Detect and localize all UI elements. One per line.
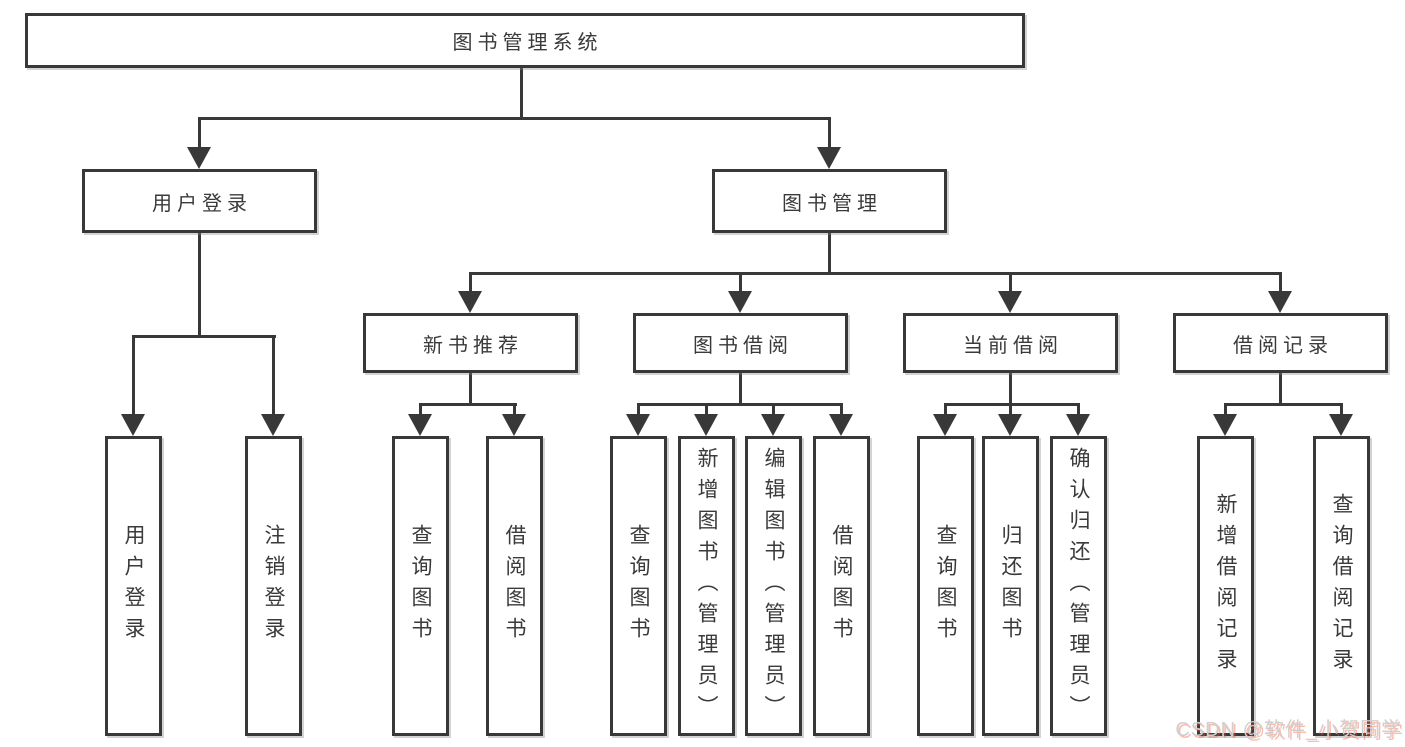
arrowhead bbox=[187, 147, 211, 169]
connector bbox=[828, 233, 831, 275]
arrowhead bbox=[626, 414, 650, 436]
node-borrow-books-recommend: 借阅图书 bbox=[486, 436, 543, 736]
connector bbox=[1077, 406, 1080, 416]
connector bbox=[772, 406, 775, 416]
node-label: 查询图书 bbox=[409, 524, 432, 648]
node-book-management: 图书管理 bbox=[712, 169, 947, 233]
arrowhead bbox=[728, 291, 752, 313]
arrowhead bbox=[1329, 414, 1353, 436]
node-label: 图书管理 bbox=[782, 192, 882, 215]
arrowhead bbox=[1213, 414, 1237, 436]
node-borrowing-records: 借阅记录 bbox=[1173, 313, 1388, 373]
arrowhead bbox=[694, 414, 718, 436]
arrowhead bbox=[1066, 414, 1090, 436]
node-query-borrow-record: 查询借阅记录 bbox=[1313, 436, 1370, 736]
node-add-books-admin: 新增图书（管理员） bbox=[678, 436, 735, 736]
node-user-login: 用户登录 bbox=[105, 436, 162, 736]
node-add-borrow-record: 新增借阅记录 bbox=[1197, 436, 1254, 736]
arrowhead bbox=[458, 291, 482, 313]
connector bbox=[739, 373, 742, 406]
node-label: 新增借阅记录 bbox=[1214, 493, 1237, 679]
node-label: 用户登录 bbox=[122, 524, 145, 648]
node-label: 查询借阅记录 bbox=[1330, 493, 1353, 679]
connector bbox=[513, 406, 516, 416]
arrowhead bbox=[408, 414, 432, 436]
connector bbox=[828, 120, 831, 149]
connector bbox=[469, 275, 472, 293]
node-label: 查询图书 bbox=[934, 524, 957, 648]
csdn-watermark: CSDN @软件_小贺同学 bbox=[1175, 719, 1402, 741]
connector bbox=[1009, 373, 1012, 406]
connector bbox=[1009, 275, 1012, 293]
arrowhead bbox=[817, 147, 841, 169]
connector bbox=[198, 117, 831, 120]
connector bbox=[198, 233, 201, 338]
node-logout: 注销登录 bbox=[245, 436, 302, 736]
node-label: 借阅图书 bbox=[503, 524, 526, 648]
connector bbox=[1279, 373, 1282, 406]
arrowhead bbox=[761, 414, 785, 436]
node-library-system: 图书管理系统 bbox=[25, 13, 1025, 68]
node-label: 编辑图书（管理员） bbox=[762, 446, 785, 726]
arrowhead bbox=[1268, 291, 1292, 313]
node-label: 新增图书（管理员） bbox=[695, 446, 718, 726]
node-edit-books-admin: 编辑图书（管理员） bbox=[745, 436, 802, 736]
connector bbox=[520, 68, 523, 120]
node-label: 借阅记录 bbox=[1233, 334, 1333, 357]
node-label: 用户登录 bbox=[152, 192, 252, 215]
arrowhead bbox=[998, 414, 1022, 436]
connector bbox=[944, 406, 947, 416]
node-book-borrowing: 图书借阅 bbox=[633, 313, 848, 373]
connector bbox=[132, 338, 135, 416]
connector bbox=[469, 272, 1282, 275]
node-label: 确认归还（管理员） bbox=[1067, 446, 1090, 726]
connector bbox=[1340, 406, 1343, 416]
connector bbox=[705, 406, 708, 416]
connector bbox=[739, 275, 742, 293]
node-label: 注销登录 bbox=[262, 524, 285, 648]
node-label: 新书推荐 bbox=[423, 334, 523, 357]
connector bbox=[198, 120, 201, 149]
connector bbox=[272, 338, 275, 416]
arrowhead bbox=[829, 414, 853, 436]
connector bbox=[1224, 403, 1343, 406]
arrowhead bbox=[121, 414, 145, 436]
connector bbox=[637, 403, 843, 406]
node-current-borrowing: 当前借阅 bbox=[903, 313, 1118, 373]
node-confirm-return-admin: 确认归还（管理员） bbox=[1050, 436, 1107, 736]
node-query-books-recommend: 查询图书 bbox=[392, 436, 449, 736]
node-query-books-current: 查询图书 bbox=[917, 436, 974, 736]
arrowhead bbox=[502, 414, 526, 436]
node-label: 查询图书 bbox=[627, 524, 650, 648]
connector bbox=[132, 335, 276, 338]
node-new-book-recommend: 新书推荐 bbox=[363, 313, 578, 373]
arrowhead bbox=[933, 414, 957, 436]
connector bbox=[1224, 406, 1227, 416]
connector bbox=[840, 406, 843, 416]
node-borrow-books-borrowing: 借阅图书 bbox=[813, 436, 870, 736]
arrowhead bbox=[998, 291, 1022, 313]
connector bbox=[419, 403, 517, 406]
node-label: 图书管理系统 bbox=[452, 32, 603, 54]
node-user-login-group: 用户登录 bbox=[82, 169, 317, 233]
connector bbox=[637, 406, 640, 416]
node-query-books-borrowing: 查询图书 bbox=[610, 436, 667, 736]
arrowhead bbox=[261, 414, 285, 436]
connector bbox=[1279, 275, 1282, 293]
connector bbox=[419, 406, 422, 416]
connector bbox=[944, 403, 1080, 406]
node-label: 归还图书 bbox=[999, 524, 1022, 648]
connector bbox=[1009, 406, 1012, 416]
node-return-books: 归还图书 bbox=[982, 436, 1039, 736]
connector bbox=[469, 373, 472, 406]
node-label: 借阅图书 bbox=[830, 524, 853, 648]
node-label: 图书借阅 bbox=[693, 334, 793, 357]
node-label: 当前借阅 bbox=[963, 334, 1063, 357]
